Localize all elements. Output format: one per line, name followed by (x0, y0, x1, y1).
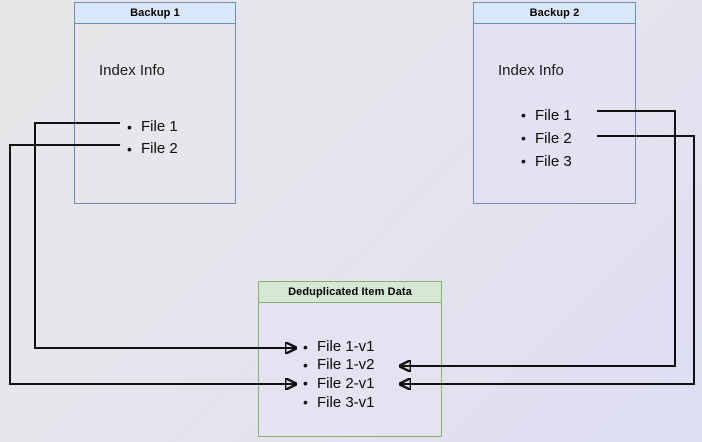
list-item: File 1 (127, 116, 178, 138)
node-deduplicated-item-data-body: File 1-v1 File 1-v2 File 2-v1 File 3-v1 (259, 303, 441, 436)
list-item: File 1-v1 (303, 338, 375, 356)
node-deduplicated-item-data-header: Deduplicated Item Data (259, 282, 441, 303)
node-backup-2-file-list: File 1 File 2 File 3 (521, 104, 572, 173)
node-backup-1-file-list: File 1 File 2 (127, 116, 178, 160)
list-item: File 2-v1 (303, 374, 375, 393)
node-deduplicated-file-list: File 1-v1 File 1-v2 File 2-v1 File 3-v1 (303, 338, 375, 412)
node-backup-1: Backup 1 Index Info File 1 File 2 (74, 2, 236, 204)
list-item: File 2 (521, 127, 572, 150)
node-backup-2-title: Index Info (498, 62, 564, 79)
node-backup-2: Backup 2 Index Info File 1 File 2 File 3 (473, 2, 636, 204)
list-item: File 1 (521, 104, 572, 127)
list-item: File 2 (127, 138, 178, 160)
list-item: File 1-v2 (303, 356, 375, 374)
node-backup-1-title: Index Info (99, 62, 165, 79)
node-backup-2-body: Index Info File 1 File 2 File 3 (474, 24, 635, 203)
node-backup-1-body: Index Info File 1 File 2 (75, 24, 235, 203)
node-backup-2-header: Backup 2 (474, 3, 635, 24)
node-deduplicated-item-data: Deduplicated Item Data File 1-v1 File 1-… (258, 281, 442, 437)
node-backup-1-header: Backup 1 (75, 3, 235, 24)
list-item: File 3-v1 (303, 393, 375, 412)
list-item: File 3 (521, 150, 572, 173)
